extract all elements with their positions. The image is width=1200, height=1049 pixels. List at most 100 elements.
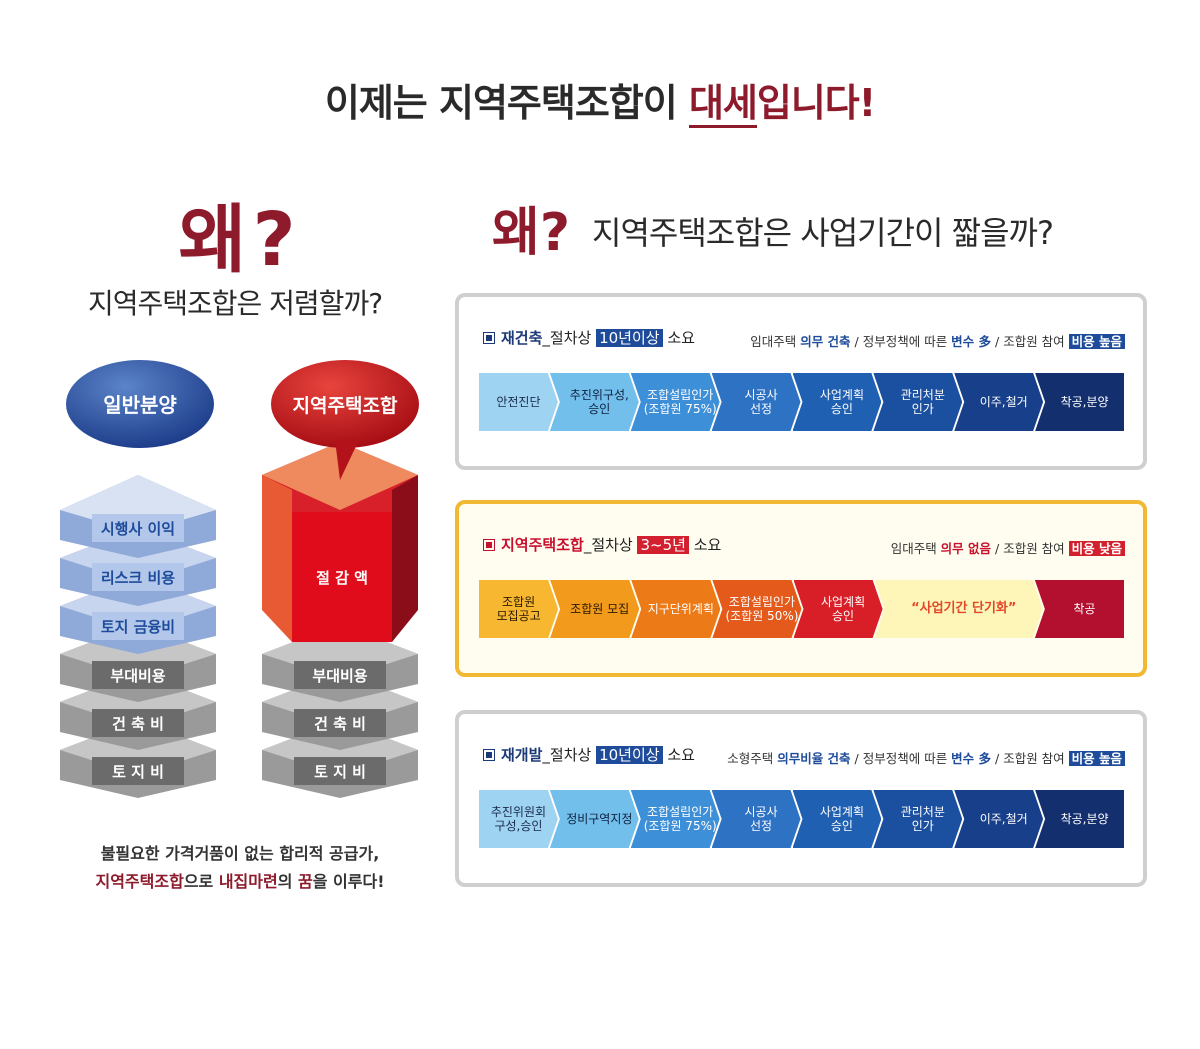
left-question: 지역주택조합은 저렴할까? [87, 287, 383, 320]
info-highlight: 변수 多 [951, 751, 992, 766]
panel-mid: _절차상 [542, 329, 597, 347]
panel-title: 지역주택조합 [501, 536, 584, 554]
panel-heading: 재건축_절차상 10년이상 소요 [483, 327, 695, 348]
flow-step: 시공사 선정 [712, 373, 801, 431]
general-layer-label: 부대비용 [110, 667, 165, 685]
panel-info: 소형주택 의무비율 건축 / 정부정책에 따른 변수 多 / 조합원 참여 비용… [727, 748, 1125, 767]
general-layer-label: 토 지 비 [112, 763, 164, 781]
info-text: / 정부정책에 따른 [850, 334, 952, 349]
general-layer-label: 토지 금융비 [101, 618, 175, 636]
panel-suffix: 소요 [662, 746, 695, 764]
flow-step: 조합설립인가 (조합원 75%) [631, 373, 720, 431]
note-text: 을 이루다! [312, 872, 385, 891]
panel-title: 재건축 [501, 329, 543, 347]
panel-heading: 재개발_절차상 10년이상 소요 [483, 744, 695, 765]
flow-step: 지구단위계획 [631, 580, 720, 638]
panel-info: 임대주택 의무 건축 / 정부정책에 따른 변수 多 / 조합원 참여 비용 높… [750, 331, 1125, 350]
info-highlight: 의무비율 건축 [777, 751, 851, 766]
coop-layer-label: 건 축 비 [314, 715, 366, 733]
bullet-square-icon [483, 748, 495, 761]
process-flow: 추진위원회 구성,승인 정비구역지정 조합설립인가 (조합원 75%) 시공사 … [479, 790, 1124, 848]
note-dream: 꿈 [298, 872, 313, 891]
coop-gray-layers [262, 624, 418, 798]
coop-savings-block [262, 442, 418, 642]
flow-step: 조합원 모집 [550, 580, 639, 638]
coop-layer-label: 부대비용 [312, 667, 367, 685]
flow-step: 사업계획 승인 [793, 373, 882, 431]
info-tag: 비용 높음 [1068, 334, 1125, 349]
flow-step: 이주,철거 [954, 790, 1043, 848]
flow-step: 사업계획 승인 [794, 580, 883, 638]
info-text: 임대주택 [750, 334, 801, 349]
info-tag: 비용 낮음 [1068, 541, 1125, 556]
coop-bubble [271, 360, 419, 480]
info-text: / 조합원 참여 [991, 334, 1069, 349]
note-home: 내집마련 [218, 872, 278, 891]
info-highlight: 변수 多 [951, 334, 992, 349]
panel-suffix: 소요 [662, 329, 695, 347]
panel-title: 재개발 [501, 746, 543, 764]
bullet-square-icon [483, 331, 495, 344]
general-gray-layers [60, 624, 216, 798]
note-coop: 지역주택조합 [95, 872, 184, 891]
period-tag: 3~5년 [637, 536, 689, 554]
general-layer-label: 건 축 비 [112, 715, 164, 733]
flow-step: 사업계획 승인 [793, 790, 882, 848]
general-light-layers [60, 475, 216, 654]
flow-step: 정비구역지정 [550, 790, 639, 848]
coop-bubble-label: 지역주택조합 [293, 395, 398, 417]
flow-step: 착공,분양 [1035, 373, 1124, 431]
period-tag: 10년이상 [596, 329, 663, 347]
info-text: / 정부정책에 따른 [850, 751, 952, 766]
flow-step: 추진위원회 구성,승인 [479, 790, 558, 848]
panel-suffix: 소요 [688, 536, 722, 554]
note-text: 의 [277, 872, 299, 891]
info-text: / 조합원 참여 [991, 541, 1069, 556]
flow-step: 착공 [1034, 580, 1124, 638]
flow-step: 안전진단 [479, 373, 558, 431]
info-highlight: 의무 건축 [800, 334, 851, 349]
general-bubble-label: 일반분양 [103, 393, 177, 417]
flow-step: 조합설립인가 (조합원 50%) [712, 580, 801, 638]
left-why-heading: 왜? [178, 197, 302, 283]
flow-step: 이주,철거 [954, 373, 1043, 431]
panel-housing-coop: 지역주택조합_절차상 3~5년 소요 임대주택 의무 없음 / 조합원 참여 비… [455, 500, 1147, 677]
bottom-note-line1: 불필요한 가격거품이 없는 합리적 공급가, [100, 844, 380, 863]
panel-heading: 지역주택조합_절차상 3~5년 소요 [483, 534, 721, 555]
headline-prefix: 이제는 지역주택조합이 [324, 81, 689, 125]
info-tag: 비용 높음 [1068, 751, 1125, 766]
flow-step: 추진위구성, 승인 [550, 373, 639, 431]
general-layer-label: 리스크 비용 [101, 569, 175, 587]
coop-layer-label: 토 지 비 [314, 763, 366, 781]
right-question: 지역주택조합은 사업기간이 짧을까? [592, 214, 1054, 252]
info-text: 임대주택 [890, 541, 941, 556]
cost-stack-diagram: 시행사 이익 리스크 비용 토지 금융비 부대비용 건 축 비 토 지 비 일반… [60, 360, 419, 798]
info-highlight: 의무 없음 [940, 541, 992, 556]
panel-info: 임대주택 의무 없음 / 조합원 참여 비용 낮음 [891, 538, 1125, 557]
page-headline: 이제는 지역주택조합이 대세입니다! [0, 72, 1200, 128]
right-why-heading: 왜? [492, 203, 571, 263]
headline-accent: 대세 [688, 81, 758, 128]
flow-step: 착공,분양 [1035, 790, 1124, 848]
panel-mid: _절차상 [583, 536, 638, 554]
flow-step: 시공사 선정 [712, 790, 801, 848]
flow-step: 조합설립인가 (조합원 75%) [631, 790, 720, 848]
flow-step: 관리처분 인가 [873, 790, 962, 848]
process-flow: 안전진단 추진위구성, 승인 조합설립인가 (조합원 75%) 시공사 선정 사… [479, 373, 1124, 431]
general-layer-label: 시행사 이익 [101, 520, 175, 538]
panel-redevelopment: 재개발_절차상 10년이상 소요 소형주택 의무비율 건축 / 정부정책에 따른… [455, 710, 1147, 887]
info-text: 소형주택 [727, 751, 778, 766]
bullet-square-icon [483, 538, 495, 551]
flow-step: 조합원 모집공고 [479, 580, 558, 638]
bottom-note-line2: 지역주택조합으로 내집마련의 꿈을 이루다! [0, 868, 480, 892]
process-flow: 조합원 모집공고 조합원 모집 지구단위계획 조합설립인가 (조합원 50%) … [479, 580, 1124, 638]
info-text: / 조합원 참여 [991, 751, 1069, 766]
panel-reconstruction: 재건축_절차상 10년이상 소요 임대주택 의무 건축 / 정부정책에 따른 변… [455, 293, 1147, 470]
general-bubble [66, 360, 214, 448]
note-text: 으로 [183, 872, 219, 891]
coop-savings-label: 절 감 액 [316, 569, 368, 587]
flow-step: 관리처분 인가 [873, 373, 962, 431]
panel-mid: _절차상 [542, 746, 597, 764]
period-tag: 10년이상 [596, 746, 663, 764]
headline-accent-rest: 입니다! [756, 81, 876, 125]
